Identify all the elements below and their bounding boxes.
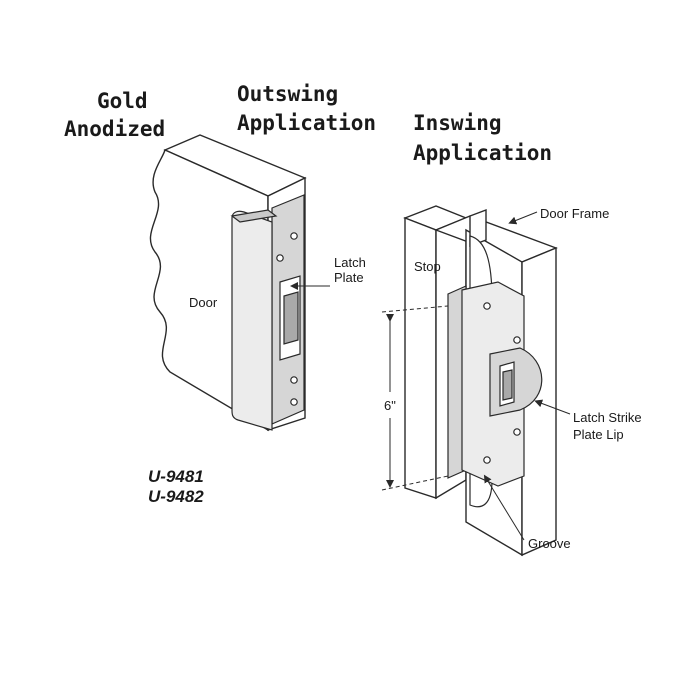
latch-strike-label-1: Latch Strike (573, 410, 642, 425)
door-label: Door (189, 295, 218, 310)
dimension-label: 6" (384, 398, 396, 413)
outswing-heading-2: Application (237, 109, 376, 138)
inswing-screw-2 (513, 336, 521, 344)
inswing-latch-inner (502, 369, 513, 401)
latch-plate-label-1: Latch (334, 255, 366, 270)
inswing-screw-1 (483, 302, 491, 310)
groove-label: Groove (528, 536, 571, 551)
inswing-screw-3 (513, 428, 521, 436)
groove-leader (483, 474, 525, 541)
inswing-heading-line2: Application (413, 141, 553, 165)
finish-heading-2: Anodized (64, 115, 165, 144)
inswing-heading: Inswing (413, 109, 502, 138)
inswing-heading-2: Application (413, 139, 552, 168)
latch-plate-label-2: Plate (334, 270, 364, 285)
outswing-screw-3 (290, 376, 298, 384)
model-number-1: U-9481 (148, 467, 204, 486)
model-number-2: U-9482 (148, 487, 204, 506)
outswing-heading-line2: Application (237, 111, 377, 135)
outswing-screw-1 (290, 232, 298, 240)
outswing-screw-2 (276, 254, 284, 262)
inswing-heading-line1: Inswing (413, 111, 502, 135)
door-frame-label: Door Frame (540, 206, 610, 221)
outswing-heading-line1: Outswing (237, 82, 339, 106)
inswing-strike (447, 281, 543, 487)
latch-strike-label-2: Plate Lip (573, 427, 624, 442)
finish-heading: Gold (97, 87, 148, 116)
outswing-strike (230, 194, 305, 431)
outswing-cover-plate (231, 210, 273, 431)
inswing-screw-4 (483, 456, 491, 464)
outswing-cover-edge (230, 209, 278, 223)
dimension-line (381, 305, 449, 491)
finish-heading-line2: Anodized (64, 117, 166, 141)
door-frame-leader (508, 211, 538, 225)
outswing-latch-inner (283, 291, 299, 345)
latch-strike-leader (534, 399, 571, 415)
outswing-screw-4 (290, 398, 298, 406)
stop-label: Stop (414, 259, 441, 274)
finish-heading-line1: Gold (97, 89, 148, 113)
outswing-heading: Outswing (237, 80, 338, 109)
